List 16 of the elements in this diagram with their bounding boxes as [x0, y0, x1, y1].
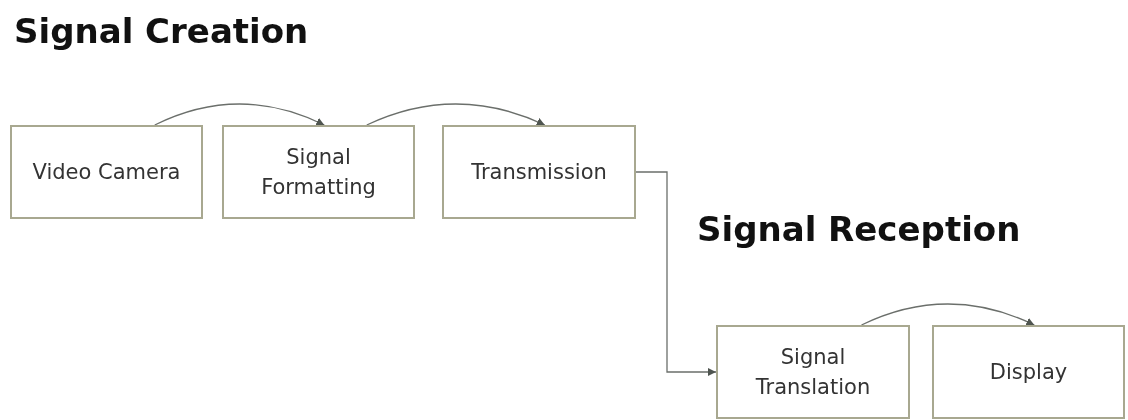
process-box — [222, 125, 415, 219]
section-heading: Signal Reception — [697, 208, 1021, 251]
arrow — [366, 103, 546, 126]
box-label: Display — [989, 359, 1068, 386]
process-box — [442, 125, 636, 219]
process-box — [10, 125, 203, 219]
arrow — [860, 303, 1035, 326]
arrow — [154, 103, 325, 126]
box-label: Video Camera — [32, 159, 181, 186]
box-label: Signal Formatting — [260, 144, 377, 201]
box-label: Signal Translation — [754, 344, 872, 401]
process-box — [932, 325, 1125, 419]
section-heading: Signal Creation — [14, 10, 309, 53]
box-label: Transmission — [471, 159, 607, 186]
arrow — [635, 171, 717, 376]
process-box — [716, 325, 910, 419]
